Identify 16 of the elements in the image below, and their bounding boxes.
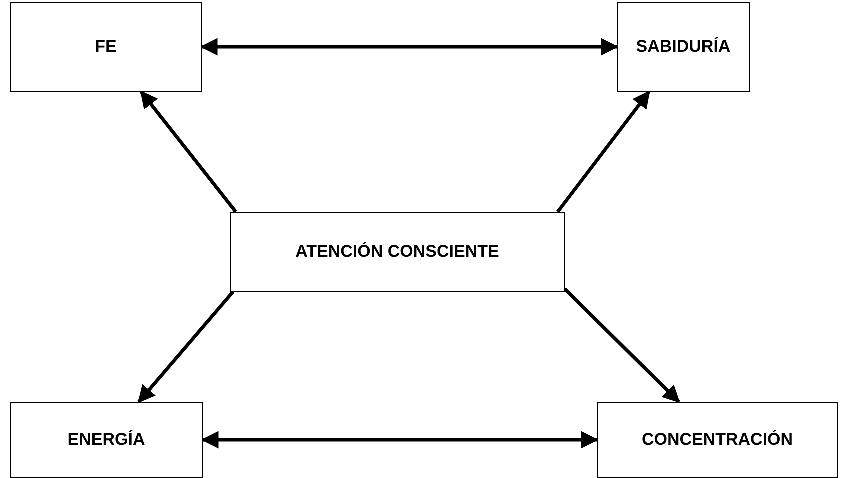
concept-label: FE [95, 37, 117, 57]
concept-label: ENERGÍA [68, 430, 146, 450]
concept-box [617, 2, 750, 92]
concept-box [10, 402, 203, 478]
concept-box [597, 402, 838, 478]
concept-label: SABIDURÍA [636, 37, 731, 57]
arrow [201, 431, 599, 449]
arrow [556, 90, 651, 214]
concept-label: CONCENTRACIÓN [642, 430, 794, 450]
concept-label: ATENCIÓN CONSCIENTE [296, 242, 500, 262]
concept-box [10, 2, 202, 92]
concept-box [230, 212, 565, 292]
arrow [138, 290, 235, 404]
arrow [564, 288, 680, 404]
arrow [140, 90, 238, 214]
arrow [200, 38, 619, 56]
